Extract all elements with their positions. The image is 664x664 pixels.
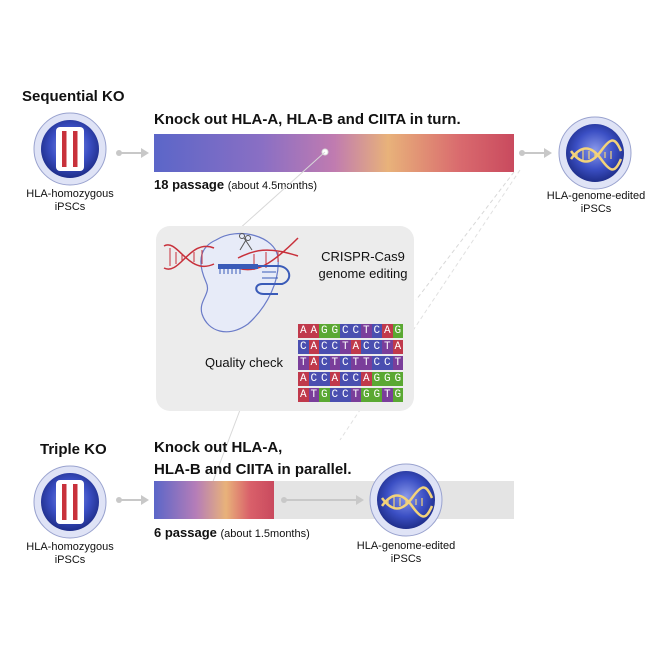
nucleotide: G: [392, 372, 403, 386]
triple-passage: 6 passage (about 1.5months): [154, 525, 310, 540]
nucleotide: C: [361, 340, 372, 354]
nucleotide: A: [308, 356, 319, 370]
arrow-icon: [116, 495, 149, 505]
nucleotide: A: [329, 372, 340, 386]
nucleotide: G: [361, 388, 372, 402]
nucleotide: G: [371, 372, 382, 386]
nucleotide: G: [329, 324, 340, 338]
nucleotide: C: [340, 324, 351, 338]
nucleotide: C: [340, 356, 351, 370]
nucleotide: T: [329, 356, 340, 370]
crispr-cell-icon: [163, 232, 299, 333]
quality-check-label: Quality check: [205, 355, 284, 370]
nucleotide: C: [371, 340, 382, 354]
nucleotide: T: [298, 356, 309, 370]
edited-cell-icon: [558, 116, 632, 190]
nucleotide: C: [350, 372, 361, 386]
sequential-ko-title: Sequential KO: [22, 88, 125, 105]
nucleotide: T: [361, 324, 372, 338]
nucleotide: T: [350, 388, 361, 402]
sequential-bar-title: Knock out HLA-A, HLA-B and CIITA in turn…: [154, 111, 461, 128]
nucleotide: C: [329, 388, 340, 402]
nucleotide: C: [340, 372, 351, 386]
nucleotide: T: [340, 340, 351, 354]
nucleotide: C: [371, 356, 382, 370]
nucleotide: A: [350, 340, 361, 354]
nucleotide: A: [308, 340, 319, 354]
nucleotide: C: [371, 324, 382, 338]
arrow-icon: [281, 495, 364, 505]
nucleotide: T: [361, 356, 372, 370]
nucleotide: A: [298, 372, 309, 386]
nucleotide: C: [319, 356, 330, 370]
triple-progress-bar: [154, 481, 274, 519]
nucleotide: T: [308, 388, 319, 402]
nucleotide: C: [319, 340, 330, 354]
nucleotide: C: [319, 372, 330, 386]
nucleotide: G: [319, 324, 330, 338]
nucleotide: T: [350, 356, 361, 370]
nucleotide: T: [382, 388, 393, 402]
nucleotide: A: [382, 324, 393, 338]
nucleotide: A: [361, 372, 372, 386]
edited-cell-icon: [369, 463, 443, 537]
homozygous-cell-icon: [33, 112, 107, 186]
nucleotide: A: [308, 324, 319, 338]
nucleotide: G: [382, 372, 393, 386]
triple-ko-title: Triple KO: [40, 441, 107, 458]
nucleotide: T: [382, 340, 393, 354]
nucleotide: A: [392, 340, 403, 354]
nucleotide: G: [319, 388, 330, 402]
nucleotide: C: [308, 372, 319, 386]
nucleotide: A: [298, 388, 309, 402]
nucleotide: G: [392, 388, 403, 402]
homozygous-cell-icon: [33, 465, 107, 539]
nucleotide: A: [298, 324, 309, 338]
nucleotide: G: [371, 388, 382, 402]
nucleotide: T: [392, 356, 403, 370]
nucleotide: C: [382, 356, 393, 370]
triple-bar-title: Knock out HLA-A, HLA-B and CIITA in para…: [154, 439, 352, 478]
nucleotide: G: [392, 324, 403, 338]
sequential-progress-bar: [154, 134, 514, 172]
sequential-passage: 18 passage (about 4.5months): [154, 177, 318, 192]
arrow-icon: [116, 148, 149, 158]
nucleotide: C: [340, 388, 351, 402]
nucleotide: C: [298, 340, 309, 354]
nucleotide: C: [329, 340, 340, 354]
nucleotide: C: [350, 324, 361, 338]
arrow-icon: [519, 148, 552, 158]
